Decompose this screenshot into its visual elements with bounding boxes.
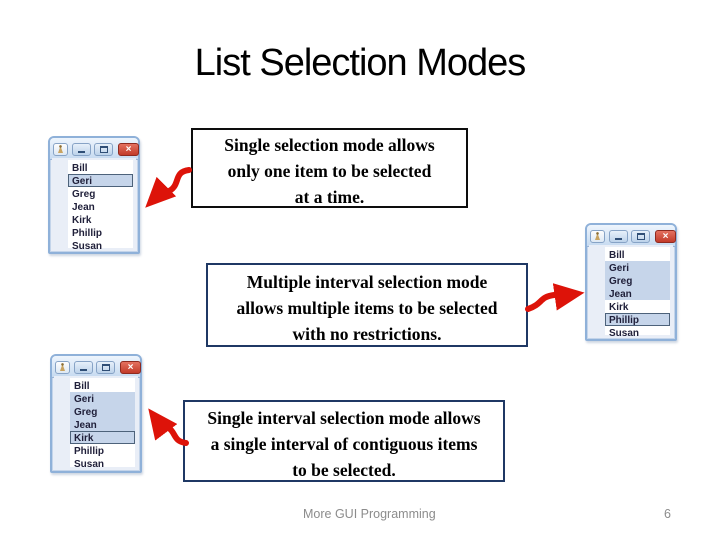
list-item[interactable]: Susan bbox=[72, 241, 103, 252]
list-item[interactable]: Jean bbox=[70, 418, 135, 431]
name-list[interactable]: Bill Geri Greg Jean Kirk Phillip Susan bbox=[70, 378, 135, 470]
list-item[interactable]: Jean bbox=[72, 202, 95, 213]
close-icon: × bbox=[125, 143, 132, 155]
minimize-button[interactable] bbox=[74, 360, 93, 374]
caption-line: Single interval selection mode allows bbox=[207, 408, 481, 428]
list-item[interactable]: Susan bbox=[609, 328, 640, 339]
window-titlebar[interactable]: × bbox=[52, 356, 141, 378]
list-window-single-interval: × Bill Geri Greg Jean Kirk Phillip Susan bbox=[50, 354, 142, 473]
caption-line: at a time. bbox=[294, 187, 365, 207]
arrow-to-single-interval-window bbox=[148, 408, 189, 446]
caption-line: allows multiple items to be selected bbox=[236, 298, 498, 318]
list-window-single-selection: × Bill Geri Greg Jean Kirk Phillip Susan bbox=[48, 136, 140, 254]
list-item[interactable]: Bill bbox=[609, 250, 625, 261]
list-item[interactable]: Phillip bbox=[72, 228, 102, 239]
java-app-icon bbox=[55, 360, 70, 374]
minimize-button[interactable] bbox=[609, 229, 628, 243]
list-window-multiple-interval: × Bill Geri Greg Jean Kirk Phillip Susan bbox=[585, 223, 677, 341]
list-item[interactable]: Geri bbox=[68, 174, 133, 187]
list-item[interactable]: Geri bbox=[70, 392, 135, 405]
minimize-button[interactable] bbox=[72, 142, 91, 156]
close-icon: × bbox=[662, 230, 669, 242]
list-item[interactable]: Susan bbox=[74, 459, 105, 470]
maximize-icon bbox=[99, 145, 108, 153]
list-item[interactable]: Kirk bbox=[70, 431, 135, 444]
list-item[interactable]: Phillip bbox=[605, 313, 670, 326]
caption-multiple-interval: Multiple interval selection mode allows … bbox=[206, 263, 528, 347]
minimize-icon bbox=[80, 369, 87, 371]
list-item[interactable]: Kirk bbox=[609, 302, 629, 313]
arrow-to-multiple-interval-window bbox=[525, 283, 585, 312]
window-titlebar[interactable]: × bbox=[50, 138, 139, 160]
caption-line: with no restrictions. bbox=[292, 324, 442, 344]
java-app-icon bbox=[590, 229, 605, 243]
list-item[interactable]: Greg bbox=[72, 189, 96, 200]
list-item[interactable]: Bill bbox=[72, 163, 88, 174]
caption-line: a single interval of contiguous items bbox=[210, 434, 478, 454]
java-app-icon bbox=[53, 142, 68, 156]
list-item[interactable]: Bill bbox=[74, 381, 90, 392]
list-item[interactable]: Kirk bbox=[72, 215, 92, 226]
page-number: 6 bbox=[664, 507, 671, 521]
minimize-icon bbox=[78, 151, 85, 153]
caption-single-selection: Single selection mode allows only one it… bbox=[191, 128, 468, 208]
window-titlebar[interactable]: × bbox=[587, 225, 676, 247]
arrow-to-single-selection-window bbox=[145, 167, 192, 208]
window-content: Bill Geri Greg Jean Kirk Phillip Susan bbox=[52, 158, 136, 252]
maximize-button[interactable] bbox=[94, 142, 113, 156]
footer-label: More GUI Programming bbox=[303, 507, 436, 521]
caption-line: only one item to be selected bbox=[227, 161, 432, 181]
list-item[interactable]: Greg bbox=[70, 405, 135, 418]
page-title: List Selection Modes bbox=[194, 42, 527, 84]
maximize-icon bbox=[636, 232, 645, 240]
window-content: Bill Geri Greg Jean Kirk Phillip Susan bbox=[589, 245, 673, 339]
maximize-button[interactable] bbox=[631, 229, 650, 243]
minimize-icon bbox=[615, 238, 622, 240]
close-button[interactable]: × bbox=[118, 142, 139, 156]
maximize-button[interactable] bbox=[96, 360, 115, 374]
name-list[interactable]: Bill Geri Greg Jean Kirk Phillip Susan bbox=[605, 247, 670, 339]
close-button[interactable]: × bbox=[655, 229, 676, 243]
window-content: Bill Geri Greg Jean Kirk Phillip Susan bbox=[54, 376, 138, 470]
maximize-icon bbox=[101, 363, 110, 371]
list-item[interactable]: Phillip bbox=[74, 446, 104, 457]
caption-line: to be selected. bbox=[292, 460, 396, 480]
close-button[interactable]: × bbox=[120, 360, 141, 374]
close-icon: × bbox=[127, 361, 134, 373]
caption-line: Single selection mode allows bbox=[224, 135, 435, 155]
caption-line: Multiple interval selection mode bbox=[246, 272, 488, 292]
list-item[interactable]: Greg bbox=[605, 274, 670, 287]
list-item[interactable]: Jean bbox=[605, 287, 670, 300]
caption-single-interval: Single interval selection mode allows a … bbox=[183, 400, 505, 482]
list-item[interactable]: Geri bbox=[605, 261, 670, 274]
name-list[interactable]: Bill Geri Greg Jean Kirk Phillip Susan bbox=[68, 160, 133, 252]
